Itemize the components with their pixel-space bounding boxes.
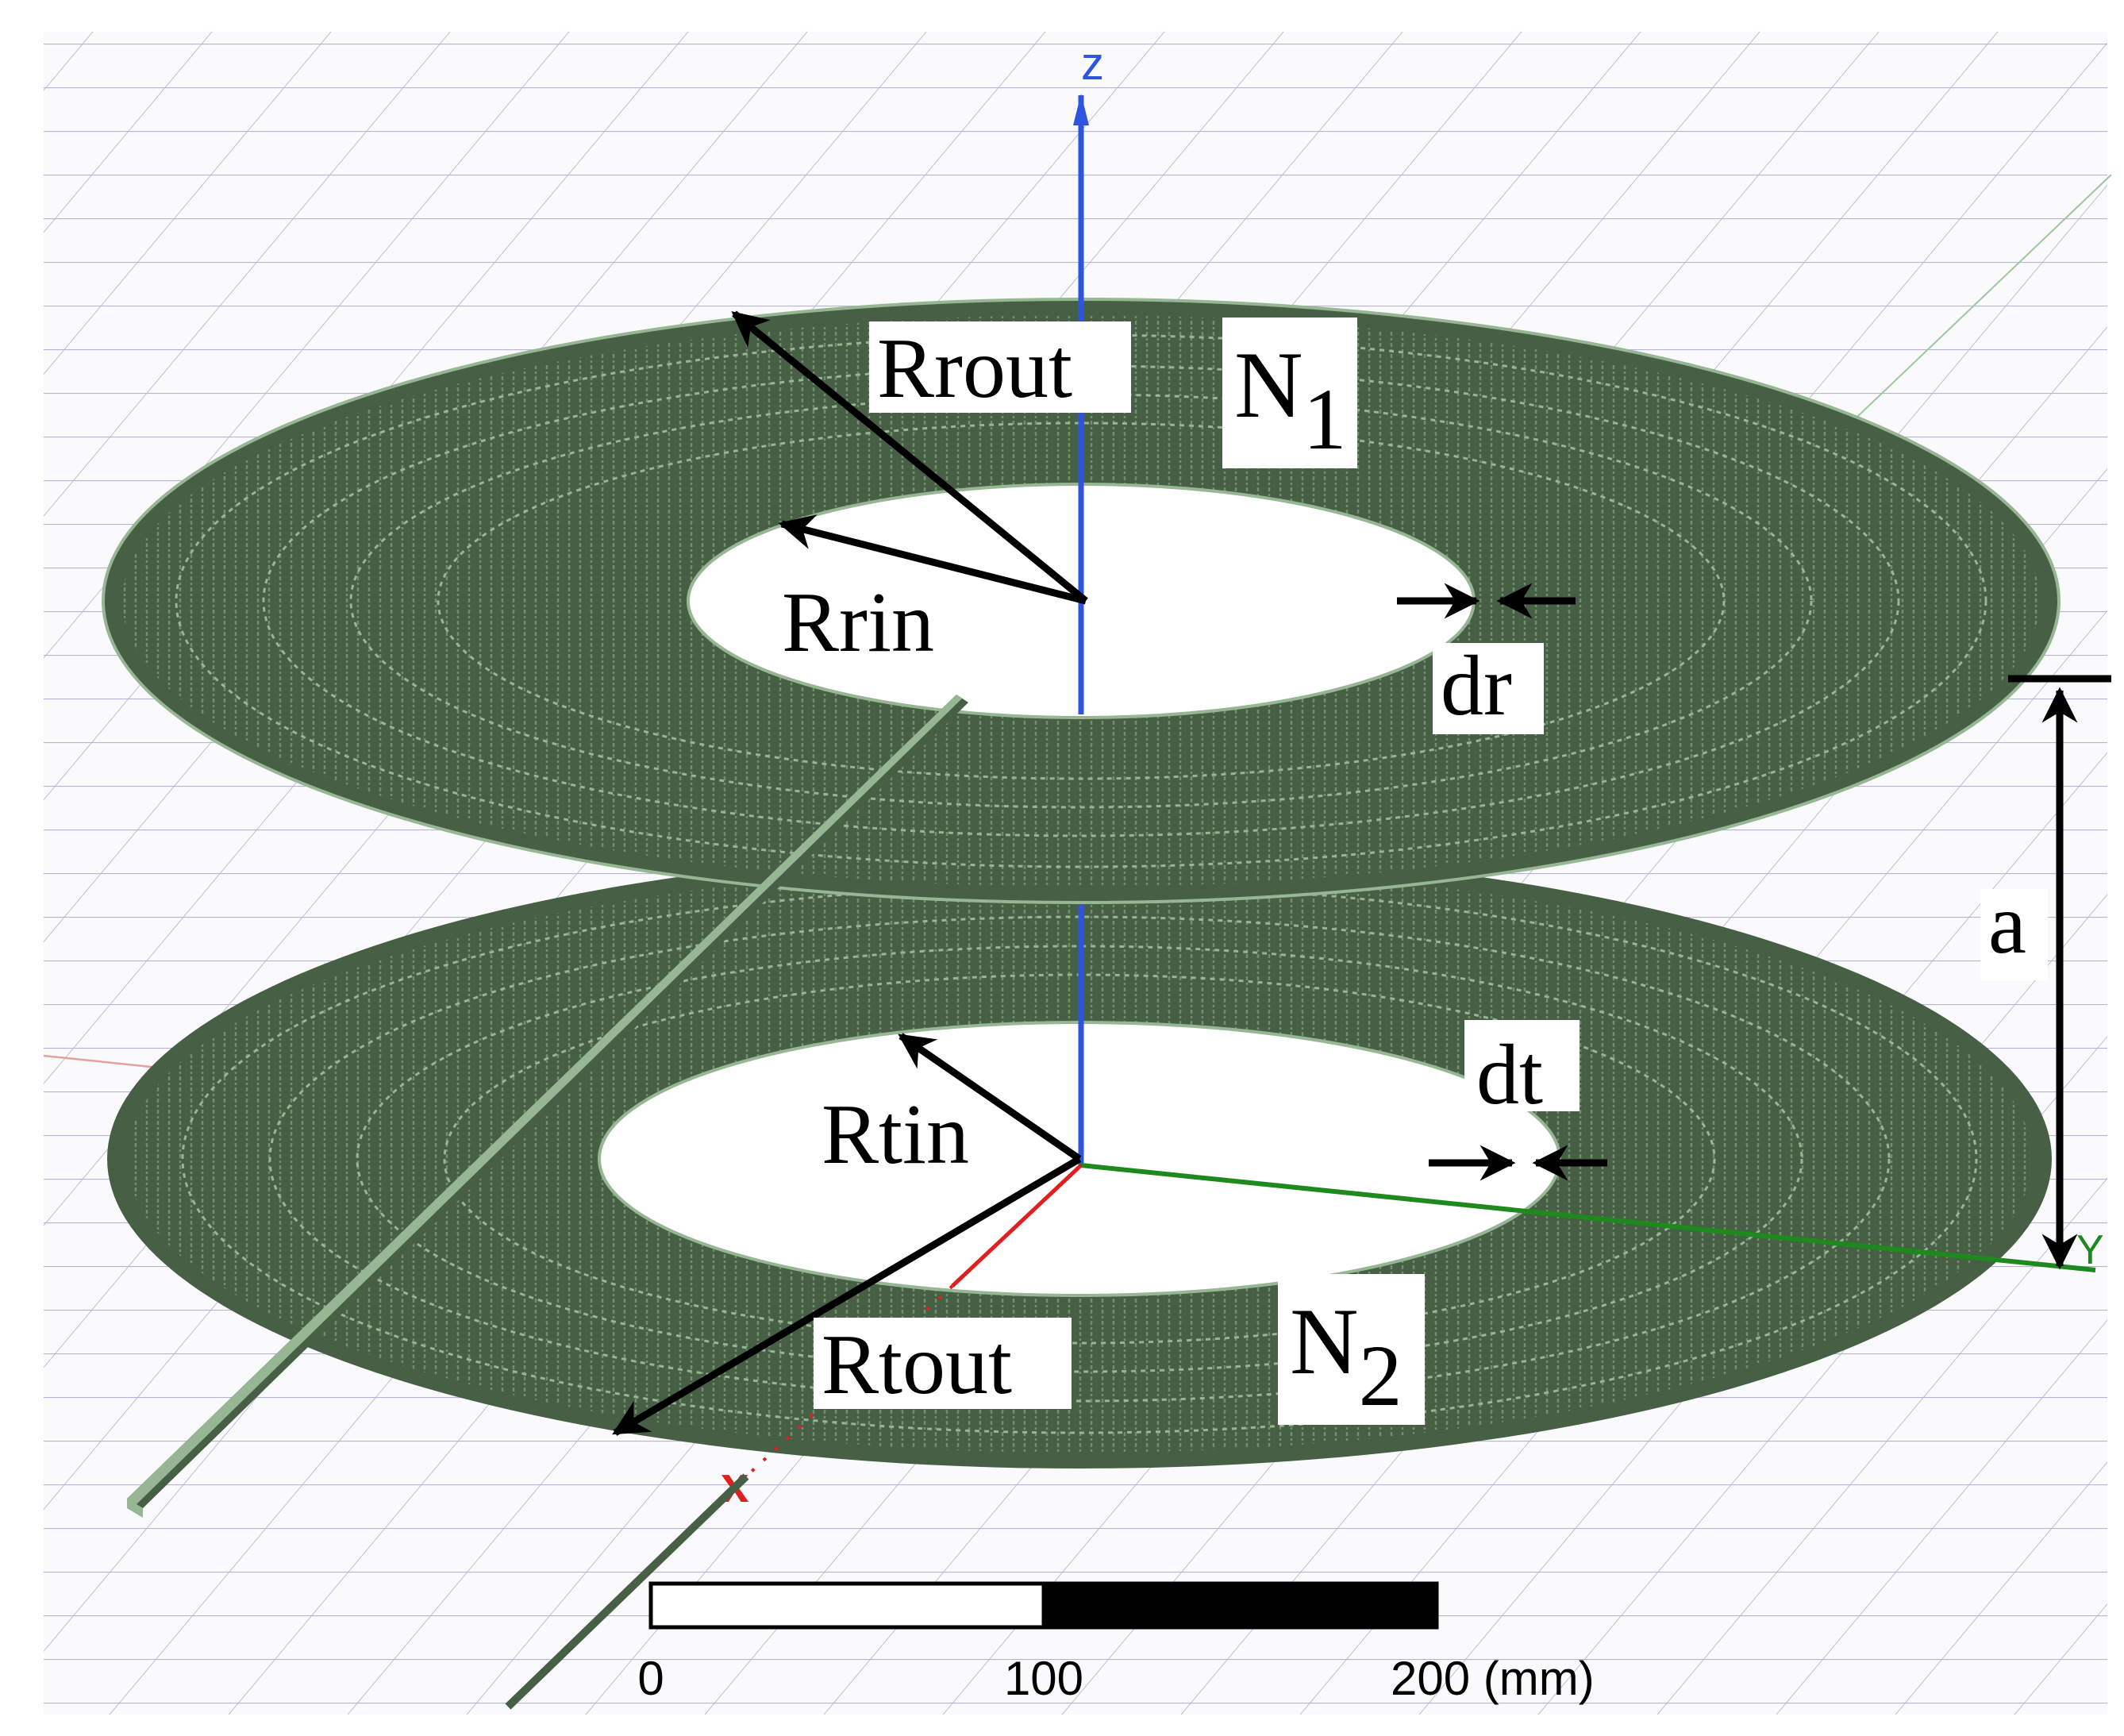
dr-label: dr <box>1441 639 1512 733</box>
rrin-label: Rrin <box>782 575 934 670</box>
dr-label-box <box>1433 643 1544 734</box>
rtin-arrow <box>898 1033 1082 1162</box>
z-axis-arrowhead <box>1073 94 1089 125</box>
scale-tick-100: 100 <box>1004 1652 1083 1705</box>
n2-sub: 2 <box>1359 1327 1403 1424</box>
rtout-label-box <box>814 1318 1072 1409</box>
n1-sub: 1 <box>1303 371 1347 468</box>
n1-label: N1 <box>1234 332 1347 468</box>
rtin-label: Rtin <box>822 1087 969 1182</box>
top-coil <box>102 298 2061 904</box>
y-axis-label: Y <box>2076 1227 2104 1273</box>
scale-bar-white <box>648 1581 1046 1630</box>
scale-tick-0: 0 <box>637 1652 664 1705</box>
rtout-arrow <box>612 1156 1082 1436</box>
n2-label: N2 <box>1290 1288 1403 1424</box>
z-axis-label: z <box>1081 38 1104 90</box>
x-axis <box>951 1164 1083 1288</box>
scale-tick-200: 200 (mm) <box>1391 1652 1595 1705</box>
feed-lead <box>127 695 968 1710</box>
a-label: a <box>1988 877 2026 972</box>
n2-base: N <box>1290 1288 1359 1394</box>
rrout-label-box <box>869 321 1131 413</box>
rtout-label: Rtout <box>822 1318 1012 1412</box>
scale-bar-black <box>1041 1581 1439 1630</box>
rrout-arrow <box>731 310 1088 604</box>
n1-base: N <box>1234 332 1303 437</box>
dt-label: dt <box>1476 1028 1543 1122</box>
rrout-label: Rrout <box>877 321 1072 416</box>
n2-label-box <box>1278 1274 1425 1425</box>
y-axis <box>1080 1163 2096 1272</box>
dt-label-box <box>1464 1020 1580 1111</box>
rrin-arrow <box>778 514 1087 605</box>
scale-bar: 0 100 200 (mm) <box>637 1581 1595 1705</box>
n1-label-box <box>1222 318 1357 468</box>
a-label-box <box>1980 889 2048 980</box>
